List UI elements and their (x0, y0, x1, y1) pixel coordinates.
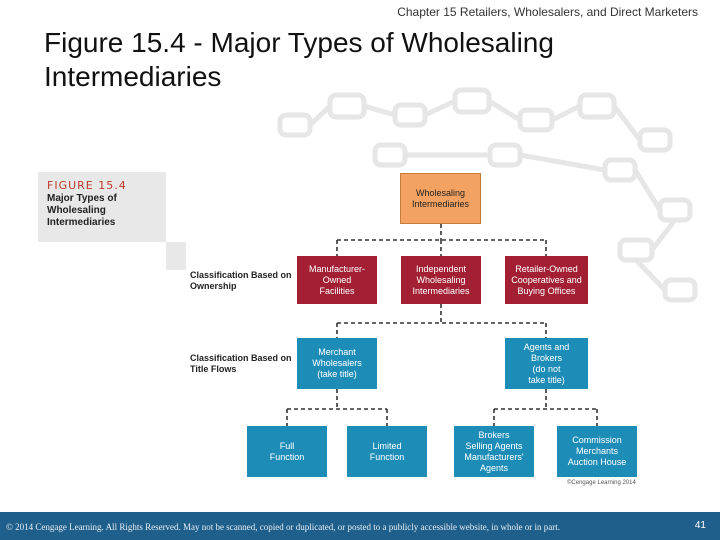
node-retailer-owned-cooperatives: Retailer-Owned Cooperatives and Buying O… (505, 256, 588, 304)
node-limited-function: Limited Function (347, 426, 427, 477)
connector-independent-to-title (337, 304, 546, 338)
node-independent-wholesaling-intermediaries: Independent Wholesaling Intermediaries (401, 256, 481, 304)
connector-agents-to-types (494, 389, 597, 426)
node-brokers-selling-agents: Brokers Selling Agents Manufacturers' Ag… (454, 426, 534, 477)
node-full-function: Full Function (247, 426, 327, 477)
connector-merchant-to-functions (287, 389, 387, 426)
node-merchant-wholesalers: Merchant Wholesalers (take title) (297, 338, 377, 389)
node-manufacturer-owned-facilities: Manufacturer- Owned Facilities (297, 256, 377, 304)
footer-copyright: © 2014 Cengage Learning. All Rights Rese… (6, 522, 560, 532)
connector-root-to-ownership (337, 224, 546, 256)
figure-credit: ©Cengage Learning 2014 (567, 480, 636, 486)
node-commission-merchants: Commission Merchants Auction House (557, 426, 637, 477)
node-agents-and-brokers: Agents and Brokers (do not take title) (505, 338, 588, 389)
page-number: 41 (695, 520, 706, 531)
node-wholesaling-intermediaries: Wholesaling Intermediaries (400, 173, 481, 224)
